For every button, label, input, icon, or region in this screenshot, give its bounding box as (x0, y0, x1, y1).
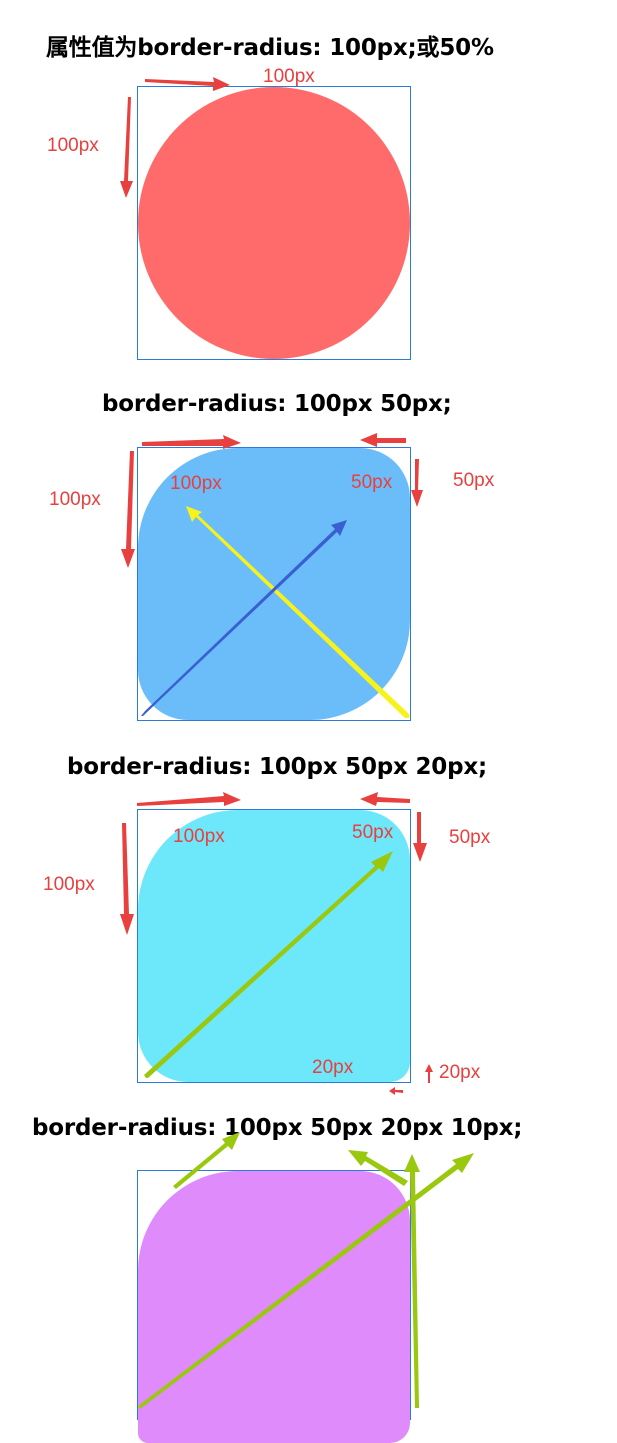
section-4-arrow-to-20px (404, 1154, 420, 1408)
section-2-label-outer-left: 100px (49, 489, 101, 510)
section-1-title: 属性值为border-radius: 100px;或50% (46, 35, 494, 61)
section-3-bottom-inward-arrow (389, 1087, 403, 1095)
section-1-circle (138, 87, 410, 359)
section-3-label-outer-left: 100px (43, 874, 95, 895)
section-1-top-arrow (145, 77, 230, 91)
section-3-label-inner-right: 50px (352, 822, 394, 843)
section-3-rounded-box (138, 810, 410, 1082)
section-3-top-left-arrow (137, 792, 241, 806)
section-3-top-right-arrow (360, 792, 410, 806)
section-1-left-arrow (120, 97, 133, 198)
section-1-box-outline (137, 86, 411, 360)
section-2-label-inner-right: 50px (351, 472, 393, 493)
section-2-left-arrow (121, 451, 135, 568)
section-3-label-inner-left: 100px (173, 826, 225, 847)
section-2-label-outer-right: 50px (453, 470, 495, 491)
section-4-arrow-to-10px (138, 1153, 474, 1409)
section-2-title: border-radius: 100px 50px; (102, 391, 452, 417)
section-3-left-arrow (120, 823, 134, 935)
section-4-title: border-radius: 100px 50px 20px 10px; (32, 1115, 523, 1141)
section-2-top-right-arrow (360, 433, 406, 447)
section-1-label-top: 100px (263, 66, 315, 87)
section-3-title: border-radius: 100px 50px 20px; (67, 754, 487, 780)
section-2-top-left-arrow (142, 435, 241, 449)
section-3-green-arrow (144, 851, 393, 1078)
arrow-overlay (120, 77, 474, 1409)
section-3-label-bottom-outer: 20px (439, 1062, 481, 1083)
section-1-label-left: 100px (47, 135, 99, 156)
section-3-label-bottom-inner: 20px (312, 1057, 354, 1078)
section-4-arrow-to-50px (348, 1150, 408, 1186)
section-2-blue-arrow (141, 520, 347, 716)
section-2-yellow-arrow (186, 506, 409, 718)
section-3-bottom-right-arrow (425, 1064, 433, 1083)
section-2-box-outline (137, 447, 411, 721)
section-3-box-outline (137, 809, 411, 1083)
section-3-label-outer-right: 50px (449, 827, 491, 848)
section-2-label-inner-left: 100px (170, 473, 222, 494)
section-3-right-arrow (413, 812, 427, 862)
section-4-arrow-to-100px (173, 1132, 240, 1189)
section-2-right-arrow (411, 459, 423, 507)
